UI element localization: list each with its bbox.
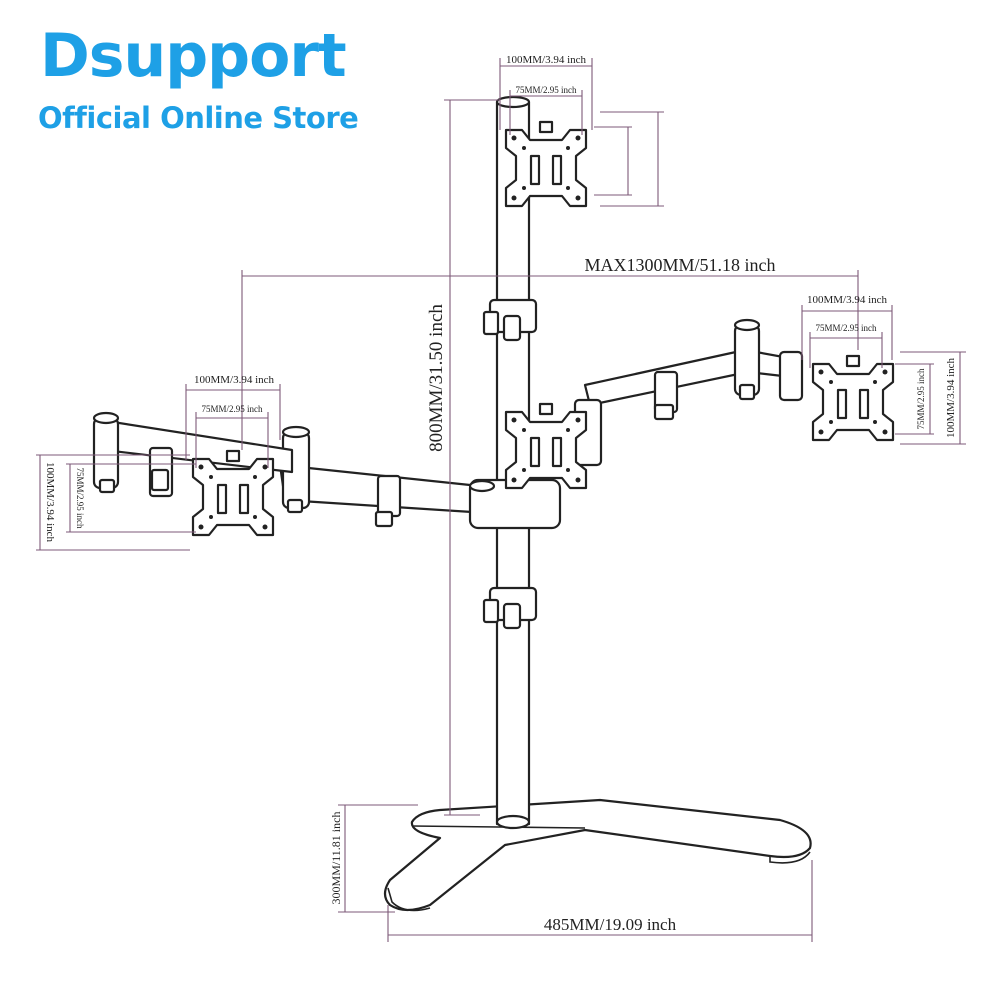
stand-base — [383, 798, 812, 912]
center-hub — [468, 398, 603, 530]
dimension-labels: 100MM/3.94 inch 75MM/2.95 inch MAX1300MM… — [44, 54, 957, 934]
dim-base-depth: 300MM/11.81 inch — [329, 812, 343, 905]
dim-left-plate-hole: 75MM/2.95 inch — [201, 404, 263, 414]
dim-right-plate-vertical: 100MM/3.94 inch — [945, 357, 957, 438]
dim-base-width: 485MM/19.09 inch — [544, 915, 677, 934]
pole-clamp-lower — [482, 586, 538, 630]
brand-logo-subtitle: Official Online Store — [38, 101, 359, 135]
dim-right-plate-width: 100MM/3.94 inch — [807, 294, 888, 306]
dim-top-plate-width: 100MM/3.94 inch — [506, 54, 587, 66]
vesa-plate-center — [504, 402, 588, 490]
dim-pole-height: 800MM/31.50 inch — [426, 304, 447, 452]
dim-left-plate-vertical: 100MM/3.94 inch — [44, 462, 56, 543]
vesa-plate-top — [504, 120, 588, 208]
pole-clamp-upper — [482, 298, 538, 342]
dim-right-plate-hole: 75MM/2.95 inch — [815, 323, 877, 333]
left-arm — [92, 411, 474, 528]
dim-left-plate-width: 100MM/3.94 inch — [194, 374, 275, 386]
right-arm — [583, 318, 804, 421]
brand-logo-title: Dsupport — [40, 21, 347, 91]
dim-right-plate-vertical-hole: 75MM/2.95 inch — [916, 368, 926, 430]
dim-left-plate-vertical-hole: 75MM/2.95 inch — [75, 467, 85, 529]
vesa-plate-left — [191, 449, 275, 537]
dimension-lines — [36, 58, 966, 942]
dim-top-plate-hole: 75MM/2.95 inch — [515, 85, 577, 95]
vesa-plate-right — [811, 354, 895, 442]
dim-max-span: MAX1300MM/51.18 inch — [584, 255, 775, 275]
